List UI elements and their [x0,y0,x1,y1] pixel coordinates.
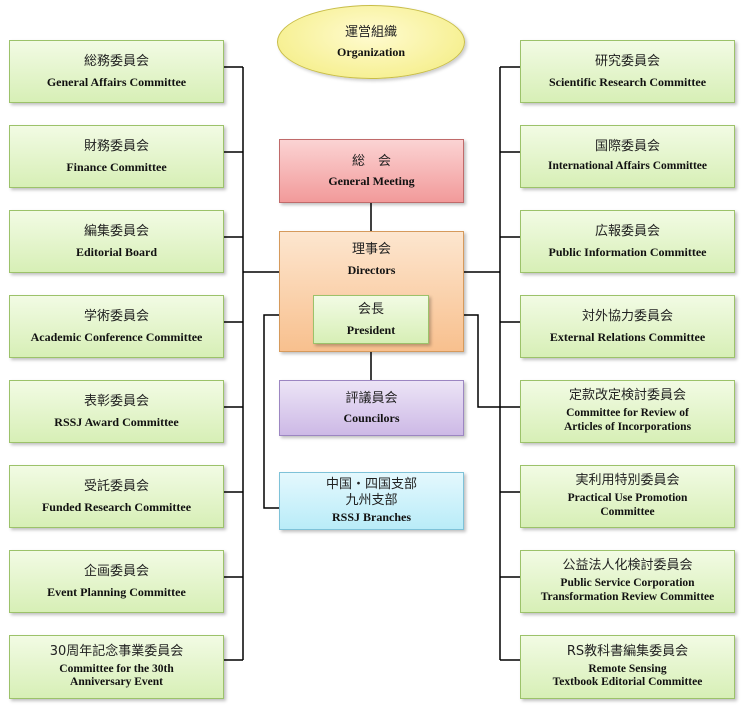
committee-ja: 企画委員会 [83,564,149,579]
committee-ja: 学術委員会 [83,309,149,324]
councilors-box: 評議員会 Councilors [279,380,464,436]
committee-general-affairs: 総務委員会 General Affairs Committee [9,40,224,103]
directors-ja: 理事会 [351,242,391,257]
president-ja: 会長 [357,302,384,317]
committee-30th-anniversary: 30周年記念事業委員会 Committee for the 30th Anniv… [9,635,224,699]
committee-ja: RS教科書編集委員会 [566,643,689,659]
committee-editorial: 編集委員会 Editorial Board [9,210,224,273]
committee-en: Committee for the 30th Anniversary Event [59,662,174,689]
committee-funded-research: 受託委員会 Funded Research Committee [9,465,224,528]
general-meeting-box: 総 会 General Meeting [279,139,464,203]
committee-en: Funded Research Committee [41,499,192,514]
committee-practical-use: 実利用特別委員会 Practical Use Promotion Committ… [520,465,735,528]
committee-en: Public Service Corporation Transformatio… [540,577,715,603]
committee-ja: 公益法人化検討委員会 [562,558,693,574]
committee-en: Committee for Review of Articles of Inco… [563,407,692,433]
committee-articles-review: 定款改定検討委員会 Committee for Review of Articl… [520,380,735,443]
councilors-en: Councilors [343,411,400,426]
committee-ja: 総務委員会 [83,54,149,69]
committee-finance: 財務委員会 Finance Committee [9,125,224,188]
president-en: President [346,322,396,337]
president-box: 会長 President [313,295,429,344]
committee-en: General Affairs Committee [46,74,187,89]
branches-en: RSSJ Branches [331,510,411,525]
committee-ja: 対外協力委員会 [581,309,673,324]
committee-en: Event Planning Committee [47,584,186,599]
committee-ja: 実利用特別委員会 [575,473,680,489]
general-meeting-ja: 総 会 [351,153,391,169]
committee-event-planning: 企画委員会 Event Planning Committee [9,550,224,613]
committee-en: RSSJ Award Committee [54,414,179,429]
committee-academic-conference: 学術委員会 Academic Conference Committee [9,295,224,358]
organization-en: Organization [337,45,405,60]
committee-public-service-corporation: 公益法人化検討委員会 Public Service Corporation Tr… [520,550,735,613]
committee-rs-textbook: RS教科書編集委員会 Remote Sensing Textbook Edito… [520,635,735,699]
committee-en: External Relations Committee [549,329,706,344]
committee-ja: 研究委員会 [594,54,660,69]
committee-public-information: 広報委員会 Public Information Committee [520,210,735,273]
committee-en: Public Information Committee [548,244,707,259]
committee-en: Remote Sensing Textbook Editorial Commit… [552,662,703,689]
committee-scientific-research: 研究委員会 Scientific Research Committee [520,40,735,103]
committee-ja: 財務委員会 [83,139,149,154]
committee-ja: 国際委員会 [594,139,660,155]
councilors-ja: 評議員会 [345,390,398,406]
committee-award: 表彰委員会 RSSJ Award Committee [9,380,224,443]
committee-ja: 編集委員会 [83,224,149,239]
directors-en: Directors [347,262,396,277]
committee-external-relations: 対外協力委員会 External Relations Committee [520,295,735,358]
committee-ja: 広報委員会 [594,224,660,239]
branches-ja: 中国・四国支部 九州支部 [325,477,417,508]
committee-en: Academic Conference Committee [30,329,203,344]
committee-en: Finance Committee [66,159,167,174]
committee-en: Editorial Board [75,244,157,259]
committee-en: International Affairs Committee [547,159,708,172]
committee-ja: 表彰委員会 [83,394,149,409]
committee-ja: 定款改定検討委員会 [568,388,686,404]
committee-en: Scientific Research Committee [548,74,707,89]
committee-international-affairs: 国際委員会 International Affairs Committee [520,125,735,188]
branches-box: 中国・四国支部 九州支部 RSSJ Branches [279,472,464,530]
organization-oval: 運営組織 Organization [277,5,465,79]
committee-ja: 受託委員会 [83,479,149,494]
organization-ja: 運営組織 [344,24,397,40]
committee-ja: 30周年記念事業委員会 [49,643,184,659]
general-meeting-en: General Meeting [328,174,415,189]
committee-en: Practical Use Promotion Committee [567,492,688,518]
